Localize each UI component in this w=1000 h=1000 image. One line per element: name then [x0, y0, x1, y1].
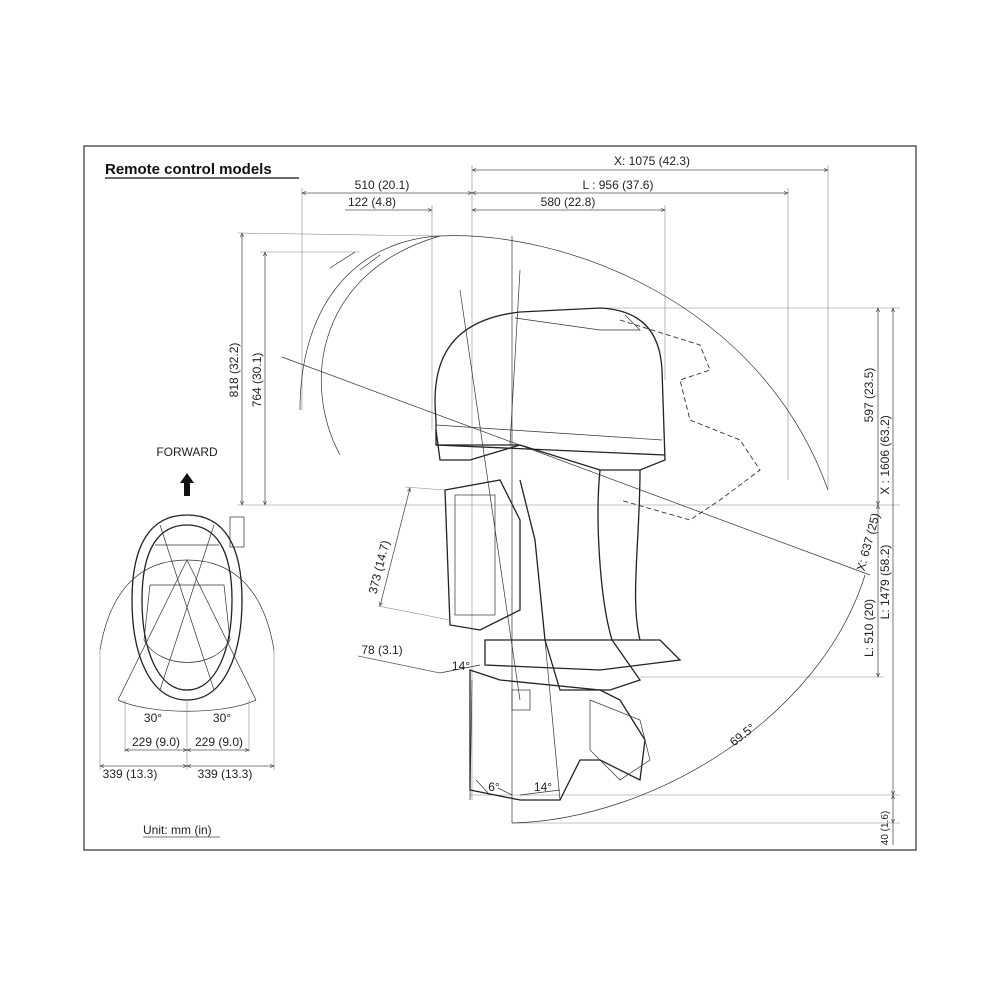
- dim-122: 122 (4.8): [348, 195, 396, 209]
- dim-764: 764 (30.1): [250, 353, 264, 408]
- angle-30-left: 30°: [144, 711, 162, 725]
- angle-6: 6°: [488, 780, 500, 794]
- dim-40: 40 (1.6): [880, 811, 891, 845]
- dim-78: 78 (3.1): [361, 643, 402, 657]
- forward-arrow-icon: [180, 473, 194, 496]
- drawing-frame: [83, 145, 917, 851]
- dim-x-1075: X: 1075 (42.3): [614, 154, 690, 168]
- dim-229-left: 229 (9.0): [132, 735, 180, 749]
- dim-x-1606: X : 1606 (63.2): [878, 415, 892, 494]
- outboard-motor: [434, 236, 682, 823]
- drawing-title: Remote control models: [105, 161, 272, 178]
- forward-label: FORWARD: [156, 445, 218, 459]
- angle-14-bottom: 14°: [534, 780, 552, 794]
- left-dimension-lines: [236, 233, 900, 505]
- dim-597: 597 (23.5): [862, 368, 876, 423]
- dim-339-left: 339 (13.3): [103, 767, 158, 781]
- dim-510-rear: 510 (20.1): [355, 178, 410, 192]
- angle-69-5: 69.5°: [727, 721, 758, 749]
- dim-818: 818 (32.2): [227, 343, 241, 398]
- dim-l-510: L: 510 (20): [862, 599, 876, 657]
- top-view-motor: [99, 514, 275, 712]
- right-dimension-lines: [470, 308, 900, 845]
- angle-14-trim: 14°: [452, 659, 470, 673]
- dim-l-1479: L: 1479 (58.2): [878, 545, 892, 620]
- dim-580: 580 (22.8): [541, 195, 596, 209]
- tilted-outline-dashed: [619, 319, 761, 521]
- top-view-dimension-lines: [100, 650, 274, 770]
- bracket-dimension-lines: [357, 486, 561, 796]
- dim-l-956: L : 956 (37.6): [583, 178, 654, 192]
- angle-30-right: 30°: [213, 711, 231, 725]
- dim-373: 373 (14.7): [366, 539, 393, 595]
- tilt-arcs: [281, 235, 871, 824]
- top-dimension-lines: [302, 165, 828, 800]
- dim-229-right: 229 (9.0): [195, 735, 243, 749]
- dim-339-right: 339 (13.3): [198, 767, 253, 781]
- unit-note: Unit: mm (in): [143, 823, 212, 837]
